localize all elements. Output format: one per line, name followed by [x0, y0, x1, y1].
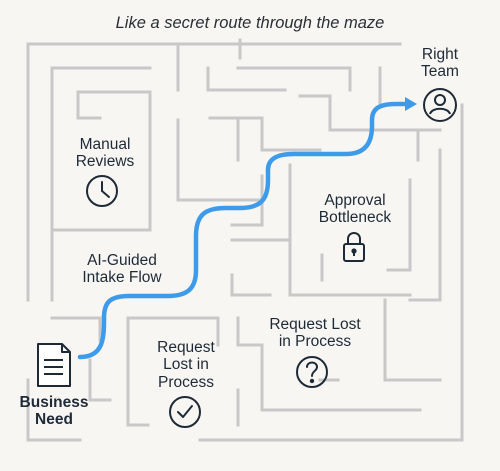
- request-lost-left-label: Request Lost in Process: [157, 339, 215, 391]
- manual-reviews-label: Manual Reviews: [75, 136, 135, 171]
- clock-icon: [86, 175, 118, 207]
- maze-walls: [26, 38, 464, 442]
- start-node-label: Business Need: [19, 394, 89, 429]
- check-icon: [169, 396, 201, 428]
- ai-guided-route: [77, 101, 411, 360]
- lock-icon: [343, 232, 365, 262]
- document-icon: [37, 343, 71, 387]
- ai-intake-label: AI-Guided Intake Flow: [82, 252, 162, 287]
- user-icon: [423, 88, 457, 122]
- approval-bottleneck-label: Approval Bottleneck: [318, 192, 392, 227]
- diagram-caption: Like a secret route through the maze: [115, 14, 385, 32]
- route-arrowhead: [405, 97, 417, 111]
- question-icon: [296, 356, 328, 388]
- end-node-label: Right Team: [421, 46, 459, 81]
- request-lost-right-label: Request Lost in Process: [269, 316, 361, 351]
